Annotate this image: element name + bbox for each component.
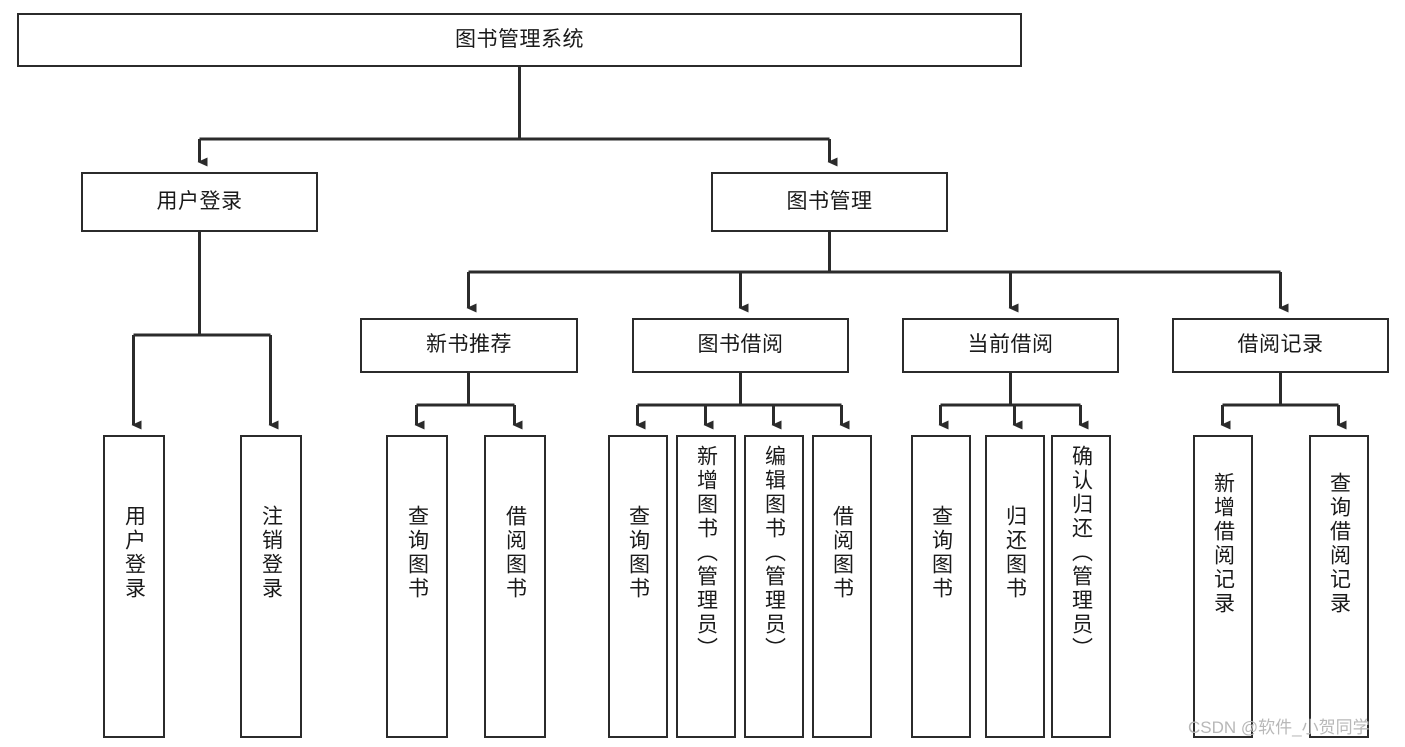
node-leaf-borrow-book[interactable]: 借阅图书 (812, 435, 872, 738)
node-borrow-records-label: 借阅记录 (1237, 333, 1324, 357)
node-leaf-query-book-current-label: 查询图书 (929, 505, 953, 601)
node-current-borrow[interactable]: 当前借阅 (902, 318, 1119, 373)
node-book-borrow-label: 图书借阅 (697, 333, 784, 357)
node-leaf-confirm-return-admin[interactable]: 确认归还（管理员） (1051, 435, 1111, 738)
node-leaf-add-borrow-record-label: 新增借阅记录 (1211, 472, 1235, 616)
node-root[interactable]: 图书管理系统 (17, 13, 1022, 67)
node-leaf-query-book-current[interactable]: 查询图书 (911, 435, 971, 738)
node-leaf-user-logout-label: 注销登录 (259, 505, 283, 601)
node-book-borrow[interactable]: 图书借阅 (632, 318, 849, 373)
node-leaf-user-logout[interactable]: 注销登录 (240, 435, 302, 738)
node-current-borrow-label: 当前借阅 (967, 333, 1054, 357)
node-leaf-borrow-book-recommend-label: 借阅图书 (503, 505, 527, 601)
node-leaf-return-book-label: 归还图书 (1003, 505, 1027, 601)
node-new-book-recommend[interactable]: 新书推荐 (360, 318, 578, 373)
node-leaf-user-login-label: 用户登录 (122, 505, 146, 601)
node-leaf-add-book-admin-label: 新增图书（管理员） (694, 445, 718, 661)
node-leaf-query-book-recommend-label: 查询图书 (405, 505, 429, 601)
node-new-book-recommend-label: 新书推荐 (426, 333, 512, 357)
node-leaf-user-login[interactable]: 用户登录 (103, 435, 165, 738)
node-leaf-add-book-admin[interactable]: 新增图书（管理员） (676, 435, 736, 738)
node-leaf-query-borrow-record[interactable]: 查询借阅记录 (1309, 435, 1369, 738)
node-leaf-borrow-book-recommend[interactable]: 借阅图书 (484, 435, 546, 738)
node-leaf-add-borrow-record[interactable]: 新增借阅记录 (1193, 435, 1253, 738)
node-book-management[interactable]: 图书管理 (711, 172, 948, 232)
node-leaf-edit-book-admin[interactable]: 编辑图书（管理员） (744, 435, 804, 738)
node-leaf-query-book-recommend[interactable]: 查询图书 (386, 435, 448, 738)
node-book-management-label: 图书管理 (786, 189, 873, 213)
node-leaf-query-book-borrow[interactable]: 查询图书 (608, 435, 668, 738)
node-leaf-borrow-book-label: 借阅图书 (830, 505, 854, 601)
node-user-login[interactable]: 用户登录 (81, 172, 318, 232)
node-borrow-records[interactable]: 借阅记录 (1172, 318, 1389, 373)
node-leaf-return-book[interactable]: 归还图书 (985, 435, 1045, 738)
node-leaf-edit-book-admin-label: 编辑图书（管理员） (762, 445, 786, 661)
node-leaf-confirm-return-admin-label: 确认归还（管理员） (1069, 445, 1093, 661)
node-leaf-query-book-borrow-label: 查询图书 (626, 505, 650, 601)
node-user-login-label: 用户登录 (156, 189, 243, 213)
node-leaf-query-borrow-record-label: 查询借阅记录 (1327, 472, 1351, 616)
csdn-watermark: CSDN @软件_小贺同学 (1188, 718, 1370, 737)
node-root-label: 图书管理系统 (455, 27, 584, 51)
